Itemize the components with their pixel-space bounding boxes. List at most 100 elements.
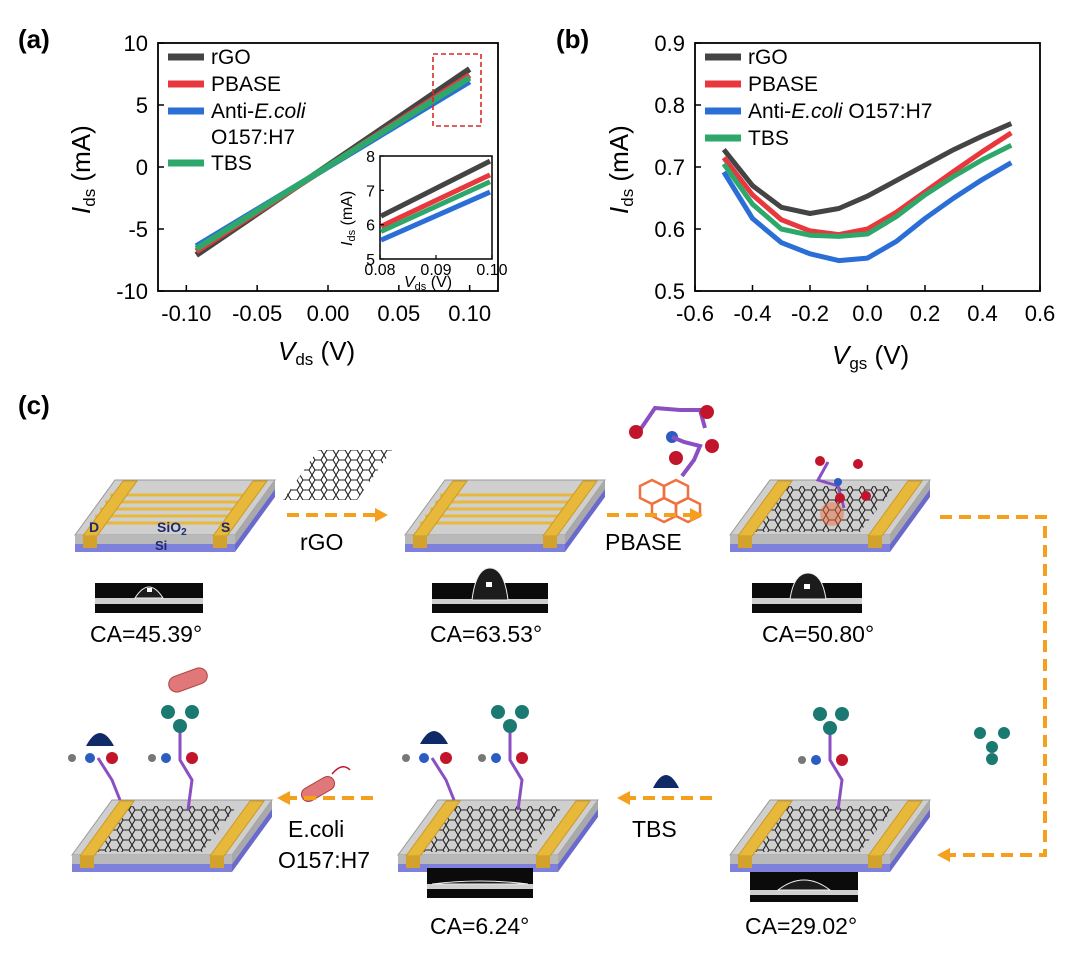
antibody-free [974, 727, 1010, 765]
b-y-tick-label: 0.5 [654, 279, 685, 304]
chart-a-zoom-box [432, 53, 482, 127]
inset-y-tick-label: 5 [366, 252, 375, 269]
step-label-ecoli-2: O157:H7 [278, 847, 370, 873]
sio2-label: SiO2 [157, 519, 187, 538]
ca-image-5 [427, 868, 533, 898]
inset-line-pbase [379, 172, 492, 229]
ca-image-1 [95, 583, 203, 613]
inset-x-tick-label: 0.08 [364, 262, 395, 279]
x-tick-label: 0.05 [377, 301, 420, 326]
device-rgo [404, 479, 606, 552]
inset-y-tick-label: 7 [366, 183, 375, 200]
panel-label-b: (b) [556, 24, 590, 54]
electrode-d-label: D [89, 519, 99, 535]
y-tick-label: 0 [136, 155, 148, 180]
si-label: Si [155, 538, 167, 553]
x-tick-label: 0.00 [307, 301, 350, 326]
legend-label-pbase: PBASE [211, 73, 281, 96]
b-x-tick-label: -0.2 [791, 301, 829, 326]
arrow-ecoli-head [277, 791, 290, 805]
ca-label-4: CA=29.02° [745, 913, 857, 939]
legend-b-anti-italic: E.coli [791, 100, 844, 123]
b-x-tick-label: -0.6 [676, 301, 714, 326]
chart-b-legend: rGO PBASE Anti-E.coli O157:H7 TBS [705, 46, 932, 150]
chart-a-xlabel: Vds (V) [278, 336, 355, 369]
step-label-rgo: rGO [300, 529, 343, 555]
panel-label-a: (a) [18, 24, 50, 54]
x-tick-label: -0.05 [232, 301, 282, 326]
inset-line-rgo [379, 158, 492, 219]
device-antibody [729, 707, 931, 872]
b-y-tick-label: 0.9 [654, 31, 685, 56]
inset-x-tick-label: 0.09 [420, 262, 451, 279]
legend-label-rgo: rGO [211, 46, 251, 69]
y-tick-label: 5 [136, 93, 148, 118]
b-y-tick-label: 0.7 [654, 155, 685, 180]
legend-b-label-tbs: TBS [748, 127, 789, 150]
tbs-blob [653, 775, 679, 788]
b-y-tick-label: 0.8 [654, 93, 685, 118]
y-tick-label: -10 [116, 279, 148, 304]
ca-label-5: CA=6.24° [430, 913, 529, 939]
legend-label-anti-line2: O157:H7 [211, 126, 295, 149]
chart-b-xlabel: Vgs (V) [832, 340, 909, 373]
series-b-line-anti-e-coli-o157-h7 [721, 160, 1013, 264]
b-x-tick-label: 0.0 [852, 301, 883, 326]
series-b-line-rgo [721, 121, 1013, 216]
x-tick-label: -0.10 [161, 301, 211, 326]
arrow-loop [940, 515, 1047, 857]
ca-image-2 [432, 567, 548, 613]
step-label-pbase: PBASE [605, 529, 682, 555]
inset-y-tick-label: 6 [366, 218, 375, 235]
legend-label-tbs: TBS [211, 152, 252, 175]
legend-b-anti-suffix: O157:H7 [843, 100, 933, 123]
inset-y-tick-label: 8 [366, 149, 375, 166]
chart-a-legend: rGO PBASE Anti-E.coli O157:H7 TBS [168, 46, 307, 175]
arrow-rgo-head [375, 508, 388, 522]
arrow-tbs-head [617, 791, 630, 805]
ca-label-2: CA=63.53° [430, 621, 542, 647]
device-pbase [729, 456, 931, 552]
graphene-sheet [283, 450, 392, 500]
b-x-tick-label: 0.2 [910, 301, 941, 326]
electrode-s-label: S [221, 519, 230, 535]
inset-ylabel: Ids (mA) [339, 191, 358, 246]
series-b-line-tbs [721, 143, 1013, 239]
device-tbs [397, 705, 599, 872]
step-label-ecoli-1: E.coli [288, 816, 344, 842]
panel-label-c: (c) [18, 390, 50, 420]
series-line-tbs [194, 75, 472, 252]
b-x-tick-label: -0.4 [734, 301, 772, 326]
b-x-tick-label: 0.6 [1025, 301, 1056, 326]
ca-label-3: CA=50.80° [762, 621, 874, 647]
legend-b-label-pbase: PBASE [748, 73, 818, 96]
legend-anti-italic: E.coli [254, 100, 307, 123]
inset-line-tbs [379, 179, 492, 234]
ca-image-3 [752, 572, 862, 613]
device-ecoli [68, 667, 273, 872]
step-label-tbs: TBS [632, 816, 677, 842]
legend-b-label-anti: Anti-E.coli O157:H7 [748, 100, 932, 123]
y-tick-label: 10 [124, 31, 148, 56]
x-tick-label: 0.10 [448, 301, 491, 326]
inset-line-anti-e-coli-o157-h7 [379, 189, 492, 243]
device-bare: D S SiO2 Si [74, 479, 276, 553]
ecoli-bacterium [300, 766, 351, 802]
legend-b-label-rgo: rGO [748, 46, 788, 69]
series-b-line-pbase [721, 130, 1013, 238]
chart-a-ylabel: Ids (mA) [66, 125, 99, 214]
arrow-pbase-head [690, 508, 703, 522]
b-x-tick-label: 0.4 [967, 301, 998, 326]
ca-label-1: CA=45.39° [90, 621, 202, 647]
legend-label-anti: Anti-E.coli [211, 100, 307, 123]
legend-anti-prefix: Anti- [211, 100, 254, 123]
pbase-molecule [629, 405, 719, 524]
b-y-tick-label: 0.6 [654, 217, 685, 242]
chart-b-frame [694, 42, 1041, 292]
chart-b: -0.6 -0.4 -0.2 0.0 0.2 0.4 0.6 0.9 0.8 0.7 0.6 0.5… [604, 31, 1056, 373]
legend-b-anti-prefix: Anti- [748, 100, 791, 123]
arrow-loop-head [937, 848, 950, 862]
ca-image-4 [750, 872, 858, 902]
fabrication-diagram: D S SiO2 Si rGO [68, 405, 1047, 939]
